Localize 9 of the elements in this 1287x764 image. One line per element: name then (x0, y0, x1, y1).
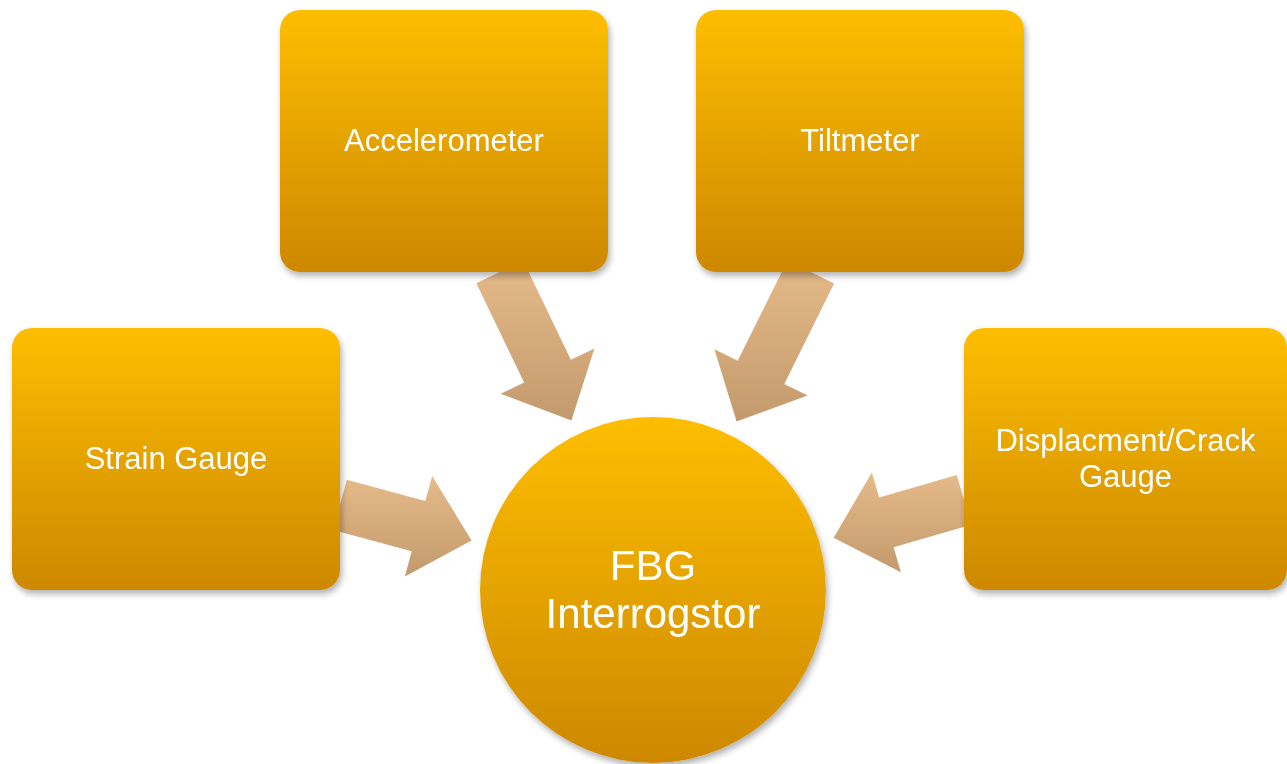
process-box (12, 328, 340, 590)
process-box (696, 10, 1024, 272)
node-label: Strain Gauge (84, 441, 268, 477)
node-label: FBG Interrogstor (544, 541, 762, 639)
node-label: Tiltmeter (800, 123, 920, 159)
node-label: Displacment/Crack Gauge (994, 423, 1257, 495)
node-label: Accelerometer (344, 123, 544, 159)
process-box (280, 10, 608, 272)
process-box (964, 328, 1287, 590)
